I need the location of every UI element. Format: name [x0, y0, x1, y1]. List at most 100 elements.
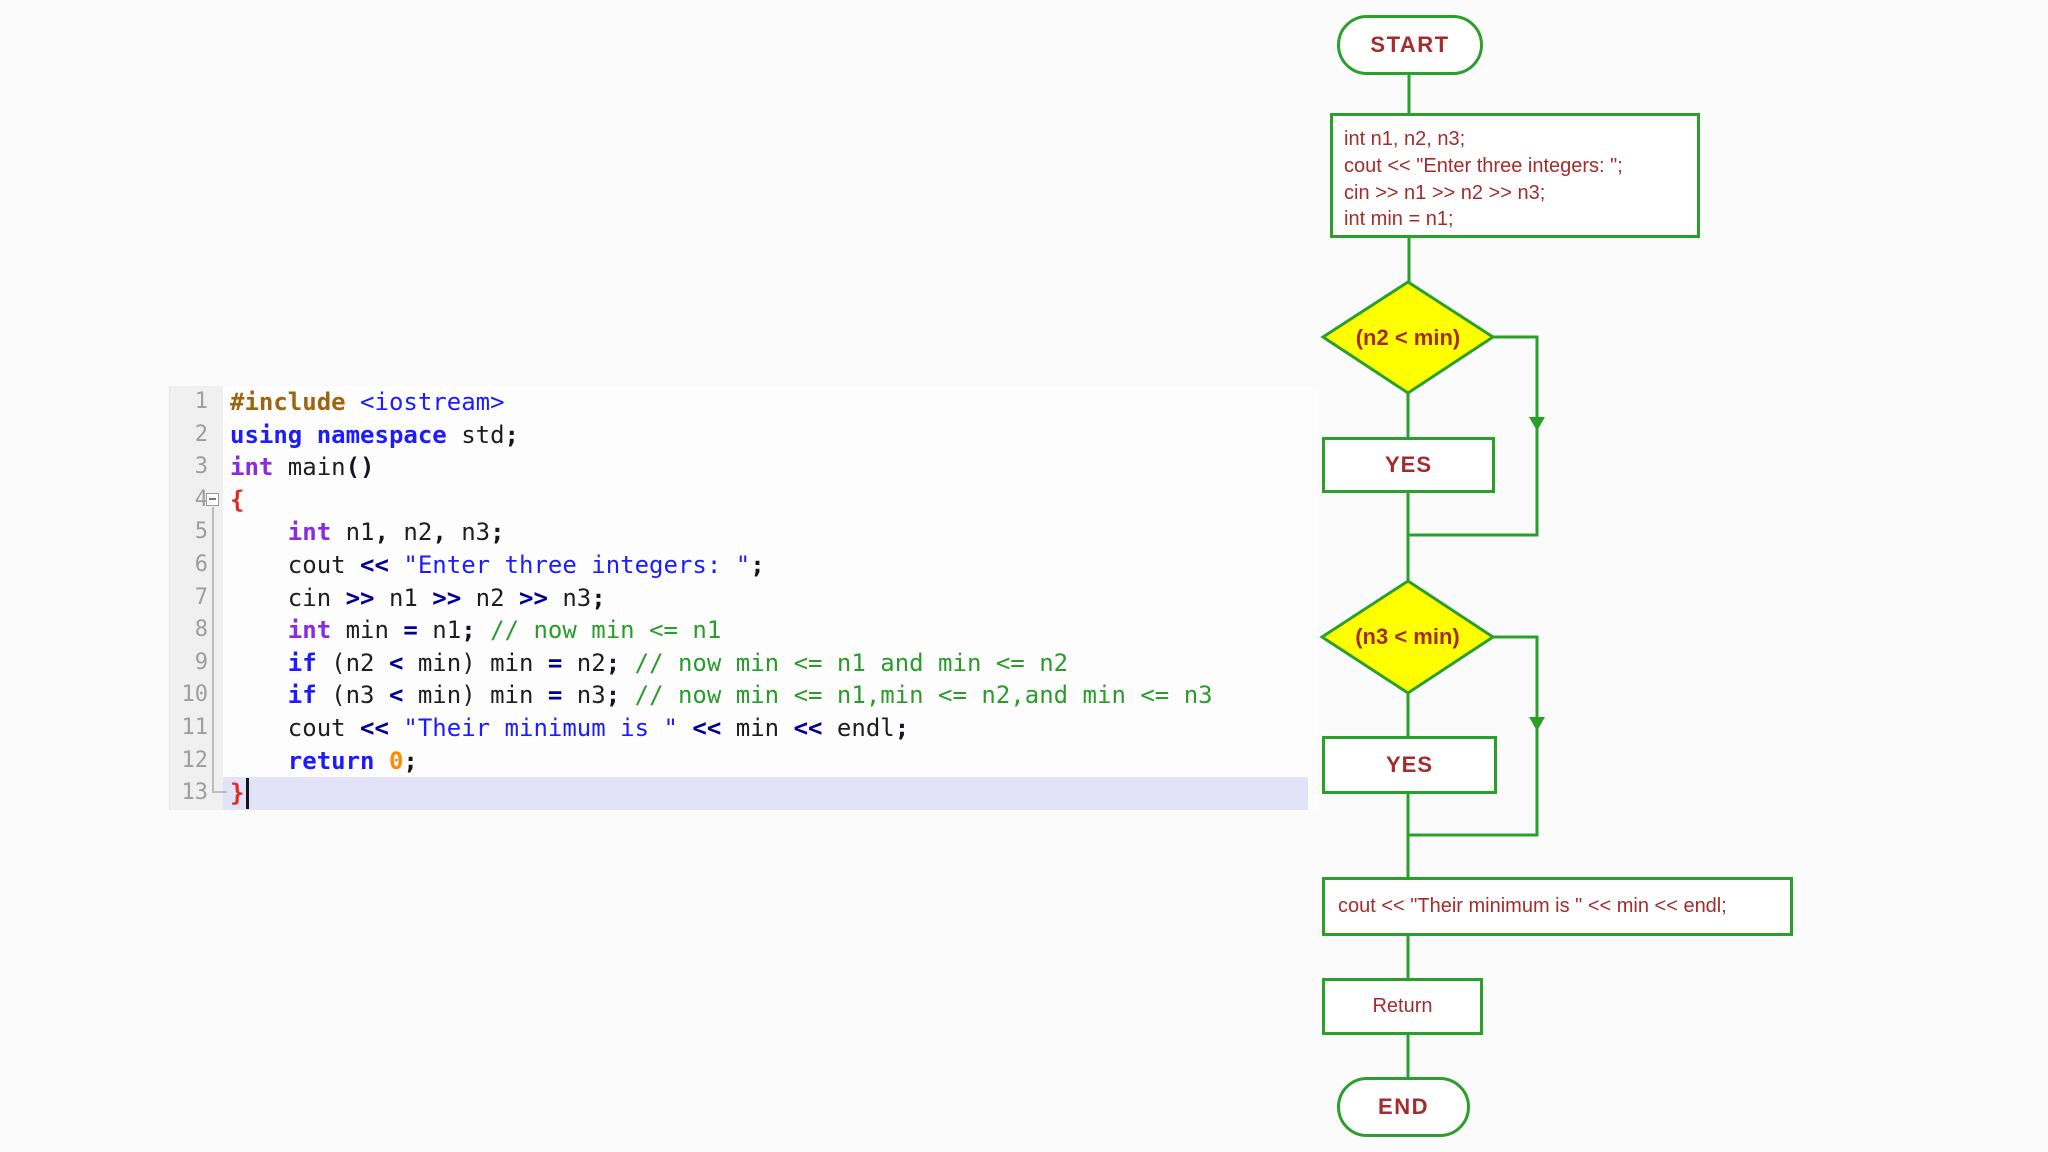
code-token: >> — [345, 583, 375, 612]
code-token: int — [287, 518, 332, 547]
code-token: cout — [230, 550, 361, 579]
code-token: min — [331, 616, 404, 645]
code-token: < — [388, 681, 404, 710]
code-token: , — [432, 518, 447, 547]
code-token: n2 — [461, 583, 519, 612]
code-token: #include — [230, 388, 346, 416]
code-token: "Enter three integers: " — [403, 550, 751, 579]
gutter-line-number: 10 — [181, 682, 209, 708]
code-line: int min = n1; // now min <= n1 — [230, 614, 1213, 647]
decision-diamond-n2 — [1320, 280, 1496, 395]
end-label: END — [1378, 1094, 1429, 1119]
code-token: ; — [490, 518, 505, 547]
code-token: << — [360, 550, 389, 579]
code-line: if (n3 < min) min = n3; // now min <= n1… — [230, 679, 1213, 712]
code-token: int — [230, 453, 274, 482]
code-token: cin — [230, 583, 346, 612]
code-token — [620, 649, 634, 677]
flowchart-yes-box-2: YES — [1322, 736, 1497, 794]
code-token: int — [287, 616, 332, 645]
gutter-line-number: 13 — [181, 780, 209, 806]
code-token — [389, 714, 403, 742]
code-token: n1 — [331, 518, 375, 547]
code-token: if — [287, 681, 317, 710]
code-token: n2 — [388, 518, 433, 547]
code-token: (n3 — [316, 681, 389, 710]
code-token: n3 — [446, 518, 491, 547]
yes-label: YES — [1385, 752, 1434, 777]
code-line: int main() — [230, 451, 1213, 484]
code-token: cout — [230, 713, 361, 742]
text-cursor — [246, 778, 249, 809]
start-label: START — [1370, 32, 1450, 57]
code-token: namespace — [316, 420, 447, 449]
code-line: cin >> n1 >> n2 >> n3; — [230, 582, 1213, 615]
flowchart-start-terminator: START — [1337, 15, 1483, 75]
code-token: = — [547, 681, 563, 710]
code-token — [230, 616, 288, 644]
code-token: ; — [403, 746, 418, 775]
code-token: n1 — [374, 583, 433, 612]
code-token: endl — [822, 713, 895, 742]
code-line: cout << "Their minimum is " << min << en… — [230, 712, 1213, 745]
code-token: () — [345, 453, 375, 482]
code-token: < — [388, 648, 404, 677]
decision-label-n3: (n3 < min) — [1355, 624, 1460, 649]
arrowhead-down-icon — [1529, 717, 1545, 731]
code-token — [375, 747, 389, 775]
code-token: >> — [519, 583, 548, 612]
code-token: n2 — [562, 648, 606, 677]
flowchart-output-box: cout << "Their minimum is " << min << en… — [1322, 877, 1793, 936]
process-line: cin >> n1 >> n2 >> n3; — [1344, 181, 1546, 204]
gutter-line-number: 8 — [194, 617, 208, 643]
gutter-line-number: 1 — [194, 389, 208, 414]
output-statement: cout << "Their minimum is " << min << en… — [1338, 895, 1727, 917]
fold-marker-icon[interactable] — [206, 493, 219, 506]
flowchart-yes-box-1: YES — [1322, 437, 1495, 493]
code-line: if (n2 < min) min = n2; // now min <= n1… — [230, 647, 1213, 680]
code-token: = — [403, 616, 418, 645]
code-token: } — [230, 779, 245, 808]
code-token — [230, 649, 288, 677]
fold-scope-end — [212, 791, 227, 793]
code-token: if — [287, 648, 317, 677]
process-line: cout << "Enter three integers: "; — [1344, 154, 1623, 177]
code-lines: #include <iostream>using namespace std;i… — [230, 386, 1213, 810]
code-token: // now min <= n1 — [490, 616, 722, 645]
code-line: return 0; — [230, 745, 1213, 778]
code-token: { — [230, 485, 245, 514]
code-token: 0 — [388, 746, 404, 775]
gutter-line-number: 7 — [194, 584, 208, 610]
code-token: // now min <= n1 and min <= n2 — [634, 648, 1069, 677]
code-token: ; — [605, 648, 621, 677]
code-line: int n1, n2, n3; — [230, 516, 1213, 549]
code-line: cout << "Enter three integers: "; — [230, 549, 1213, 582]
code-token — [476, 616, 490, 644]
code-token: using — [230, 420, 303, 449]
code-token — [302, 421, 316, 449]
code-token: = — [547, 648, 563, 677]
code-token: n1 — [417, 616, 462, 645]
active-line-highlight — [223, 777, 1308, 811]
code-token: ; — [894, 713, 910, 742]
code-token: << — [692, 713, 722, 742]
gutter-line-number: 2 — [194, 421, 208, 447]
code-token: min) min — [403, 648, 548, 677]
code-token — [620, 681, 634, 709]
code-token: >> — [432, 583, 462, 612]
code-token: "Their minimum is " — [403, 713, 678, 742]
gutter-line-number: 11 — [181, 714, 209, 740]
gutter-line-number: 5 — [194, 519, 208, 545]
decision-label-n2: (n2 < min) — [1355, 324, 1461, 350]
code-line: { — [230, 484, 1213, 517]
arrowhead-down-icon — [1529, 417, 1545, 431]
gutter-line-number: 9 — [194, 649, 208, 675]
fold-scope-line — [212, 507, 214, 792]
code-token: << — [793, 713, 823, 742]
code-token — [678, 714, 692, 742]
code-line: } — [230, 777, 1213, 810]
code-token: <iostream> — [360, 388, 505, 416]
gutter-line-number: 3 — [194, 454, 208, 480]
